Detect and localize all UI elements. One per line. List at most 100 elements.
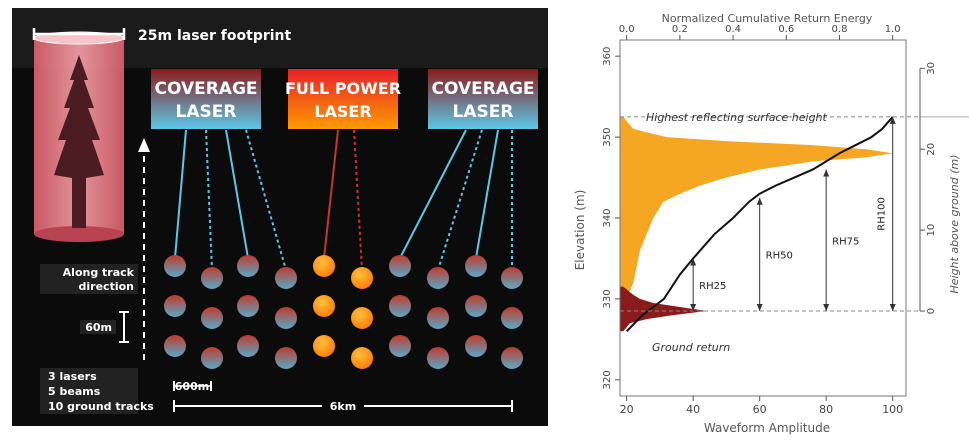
- summary-beams: 5 beams: [48, 385, 101, 398]
- coverage-laser-right-line2: LASER: [453, 102, 514, 122]
- full-power-beam: [323, 129, 339, 259]
- full-power-spot: [313, 295, 335, 317]
- full-power-spot: [313, 255, 335, 277]
- cylinder-base: [34, 226, 124, 242]
- y-tick-label: 330: [602, 289, 613, 308]
- coverage-beam: [399, 129, 467, 259]
- top-tick-label: 1.0: [885, 24, 901, 35]
- coverage-laser-right-box: COVERAGE LASER: [428, 69, 538, 129]
- summary-lasers: 3 lasers: [48, 370, 97, 383]
- coverage-spot: [201, 307, 223, 329]
- tree-icon: [54, 55, 104, 228]
- coverage-laser-left-box: COVERAGE LASER: [151, 69, 261, 129]
- x-tick-label: 40: [686, 403, 700, 416]
- coverage-beam: [437, 129, 483, 271]
- coverage-spot: [501, 347, 523, 369]
- top-axis-label: Normalized Cumulative Return Energy: [662, 12, 873, 25]
- coverage-spot: [501, 307, 523, 329]
- x-tick-label: 20: [620, 403, 634, 416]
- y-tick-label: 360: [602, 47, 613, 66]
- right-tick-label: 30: [926, 62, 937, 75]
- y-tick-label: 340: [602, 208, 613, 227]
- coverage-spot: [465, 255, 487, 277]
- ground-waveform-area: [620, 286, 707, 332]
- coverage-spot: [275, 267, 297, 289]
- full-power-spot: [313, 335, 335, 357]
- along-track-label-bg: [40, 264, 138, 294]
- coverage-beam: [205, 129, 213, 271]
- y-tick-label: 350: [602, 128, 613, 147]
- coverage-beam: [225, 129, 249, 259]
- coverage-spot: [465, 295, 487, 317]
- coverage-spot: [427, 307, 449, 329]
- coverage-spot: [237, 255, 259, 277]
- full-power-beam: [353, 129, 363, 271]
- full-power-laser-box: FULL POWER LASER: [285, 69, 401, 129]
- highest-surface-annotation: Highest reflecting surface height: [646, 111, 828, 124]
- coverage-spot: [275, 347, 297, 369]
- ground-track-spots: [164, 255, 523, 369]
- coverage-spot: [427, 347, 449, 369]
- footprint-cylinder: [33, 31, 125, 242]
- right-tick-label: 20: [926, 143, 937, 156]
- x-tick-label: 60: [753, 403, 767, 416]
- summary-tracks: 10 ground tracks: [48, 400, 154, 413]
- spacing-60m-label: 60m: [85, 321, 112, 334]
- gedi-beam-diagram: 25m laser footprint COVERAGE LASER FULL …: [12, 8, 548, 426]
- rh50-label: RH50: [766, 250, 793, 261]
- coverage-laser-left-line2: LASER: [176, 102, 237, 122]
- top-tick-label: 0.0: [619, 24, 635, 35]
- rh75-label: RH75: [832, 236, 859, 247]
- top-tick-label: 0.8: [832, 24, 848, 35]
- coverage-spot: [389, 335, 411, 357]
- ground-return-annotation: Ground return: [652, 341, 730, 354]
- coverage-spot: [389, 255, 411, 277]
- x-tick-label: 80: [819, 403, 833, 416]
- cumulative-energy-curve: [625, 116, 894, 332]
- x-axis-label: Waveform Amplitude: [704, 421, 830, 435]
- rh25-label: RH25: [699, 281, 726, 292]
- full-power-laser-line1: FULL POWER: [285, 79, 401, 98]
- coverage-laser-left-line1: COVERAGE: [154, 79, 257, 99]
- y-axis-label: Elevation (m): [573, 190, 587, 271]
- spacing-600m-label: 600m: [175, 380, 209, 393]
- coverage-spot: [501, 267, 523, 289]
- footprint-label: 25m laser footprint: [138, 28, 292, 44]
- y-tick-label: 320: [602, 370, 613, 389]
- beam-diagram-svg: 25m laser footprint COVERAGE LASER FULL …: [12, 8, 548, 426]
- coverage-spot: [275, 307, 297, 329]
- along-track-label-line1: Along track: [63, 266, 135, 279]
- laser-beams: [174, 129, 513, 271]
- full-power-spot: [351, 347, 373, 369]
- coverage-beam: [245, 129, 287, 271]
- coverage-beam: [475, 129, 499, 259]
- full-power-spot: [351, 267, 373, 289]
- full-power-spot: [351, 307, 373, 329]
- x-tick-label: 100: [882, 403, 903, 416]
- right-tick-label: 10: [926, 224, 937, 237]
- swath-6km-label: 6km: [330, 400, 356, 413]
- top-tick-label: 0.2: [672, 24, 688, 35]
- coverage-spot: [164, 295, 186, 317]
- coverage-beam: [174, 129, 187, 259]
- top-tick-label: 0.6: [778, 24, 794, 35]
- top-tick-label: 0.4: [725, 24, 741, 35]
- coverage-spot: [164, 255, 186, 277]
- right-tick-label: 0: [926, 308, 937, 314]
- summary-box: [40, 368, 138, 414]
- canopy-waveform-area: [620, 116, 893, 295]
- coverage-spot: [427, 267, 449, 289]
- coverage-spot: [164, 335, 186, 357]
- along-track-label-line2: direction: [79, 280, 134, 293]
- coverage-spot: [201, 267, 223, 289]
- along-track-arrowhead: [138, 138, 150, 152]
- coverage-spot: [201, 347, 223, 369]
- coverage-spot: [389, 295, 411, 317]
- right-axis-label: Height above ground (m): [948, 154, 961, 293]
- coverage-spot: [237, 335, 259, 357]
- full-power-laser-line2: LASER: [314, 102, 371, 121]
